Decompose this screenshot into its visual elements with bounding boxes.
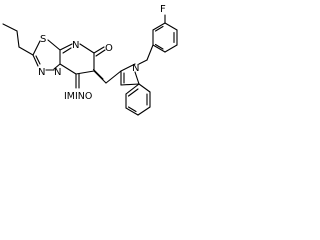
exocyclic-double-bond-inner xyxy=(92,68,104,80)
imino-label: IMINO xyxy=(64,91,92,102)
benzyl-bond xyxy=(146,44,154,61)
thiadiazole-ring xyxy=(32,39,61,71)
fluorine-label: F xyxy=(160,4,166,15)
carbonyl-oxygen-label: O xyxy=(105,43,113,54)
benzyl-n-bond xyxy=(138,59,148,65)
indole-nitrogen-label: N xyxy=(132,63,139,74)
bridge-bond xyxy=(105,70,122,84)
fluorophenyl-ring xyxy=(152,22,178,53)
thiadiazole-nitrogen-left-label: N xyxy=(38,67,45,78)
molecule-drawing: F N O N S N N IMINO xyxy=(2,4,178,116)
sulfur-label: S xyxy=(40,34,46,45)
pyrimidine-ring xyxy=(59,43,95,75)
ring-nitrogen-label: N xyxy=(72,40,79,51)
structure-canvas: F N O N S N N IMINO xyxy=(0,0,193,156)
carbonyl-bond-inner xyxy=(95,49,106,57)
thiadiazole-nitrogen-right-label: N xyxy=(54,67,61,78)
exocyclic-double-bond xyxy=(93,70,107,84)
indole-ring xyxy=(120,63,151,116)
propyl-chain xyxy=(2,23,34,56)
carbonyl-bond xyxy=(93,46,105,54)
